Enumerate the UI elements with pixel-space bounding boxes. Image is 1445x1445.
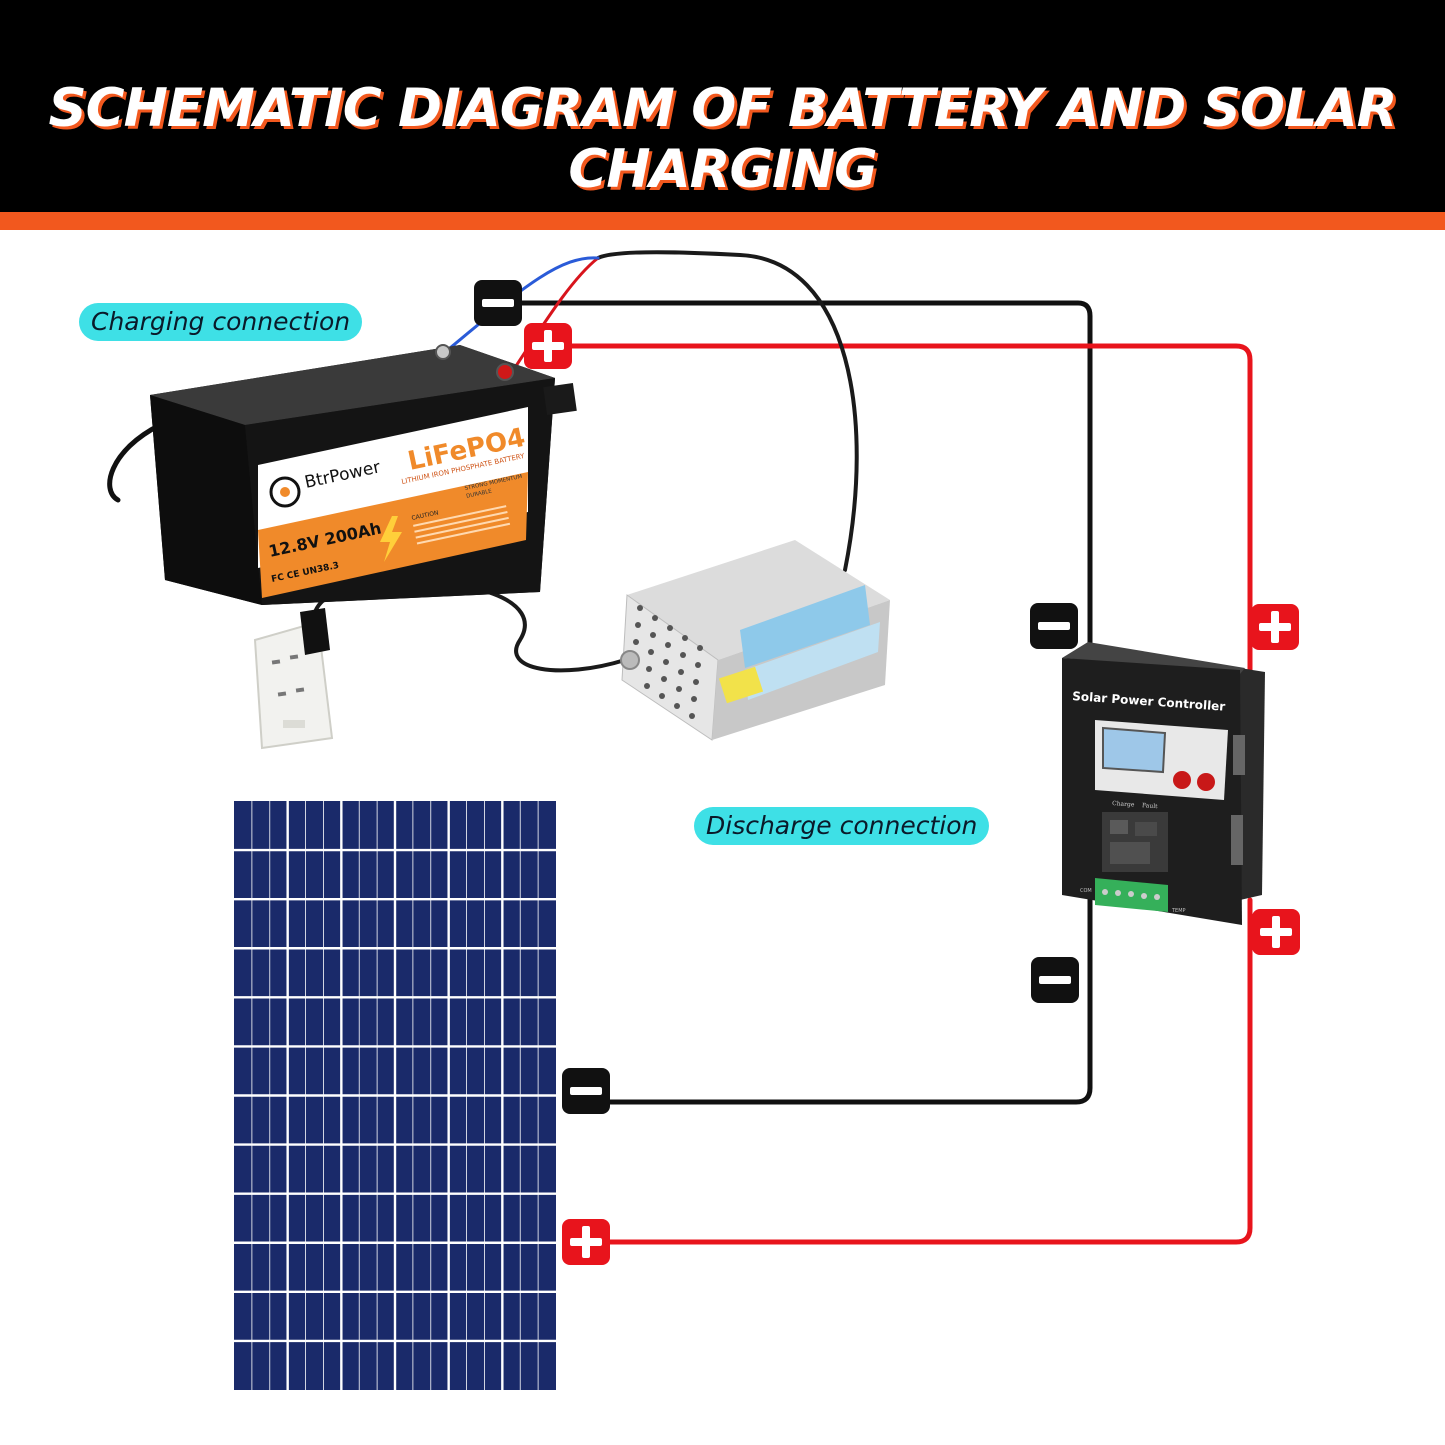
controller-terminal-temp: TEMP [1171,908,1186,914]
wire-solar-negative [603,892,1093,1105]
minus-icon [474,280,522,326]
plus-icon [562,1219,610,1265]
header-bar [0,0,1445,212]
solar-power-controller: Solar Power Controller Charge Fault COM … [1062,642,1265,925]
battery-handle [107,422,163,503]
lightning-icon [380,516,402,562]
solar-panel [234,801,556,1390]
page-title: SCHEMATIC DIAGRAM OF BATTERY AND SOLAR C… [48,78,1398,200]
minus-icon [562,1068,610,1114]
wire-battery-negative [517,300,1093,655]
wire-charger-red-lead [510,256,600,374]
battery-terminal-positive [496,363,514,381]
wire-charger-blue-lead [448,256,600,350]
minus-icon [1031,957,1079,1003]
charger-vent-holes [631,605,703,719]
wire-charger-output [596,250,859,572]
controller-led-fault: Fault [1142,802,1159,810]
power-plug [300,608,330,655]
wall-socket [253,608,334,750]
header-accent-stripe [0,212,1445,230]
plus-icon [524,323,572,369]
wire-battery-positive [569,343,1253,673]
battery-terminal-negative [435,344,451,360]
minus-icon [1030,603,1078,649]
controller-button-2 [1197,773,1215,791]
controller-led-charge: Charge [1112,800,1135,809]
controller-terminal-com: COM [1080,888,1092,894]
controller-button-1 [1173,771,1191,789]
charging-connection-label: Charging connection [79,303,363,341]
plus-icon [1251,604,1299,650]
wiring [107,250,1253,1245]
discharge-connection-label: Discharge connection [694,807,990,845]
battery-feature-2: DURABLE [466,488,493,499]
plus-icon [1252,909,1300,955]
wire-solar-positive [603,897,1253,1245]
polarity-badges [474,280,1300,1265]
controller-lcd-display [1102,726,1167,774]
battery-charger [620,540,890,741]
lifepo4-battery: BtrPower LiFePO4 LITHIUM IRON PHOSPHATE … [150,344,577,605]
